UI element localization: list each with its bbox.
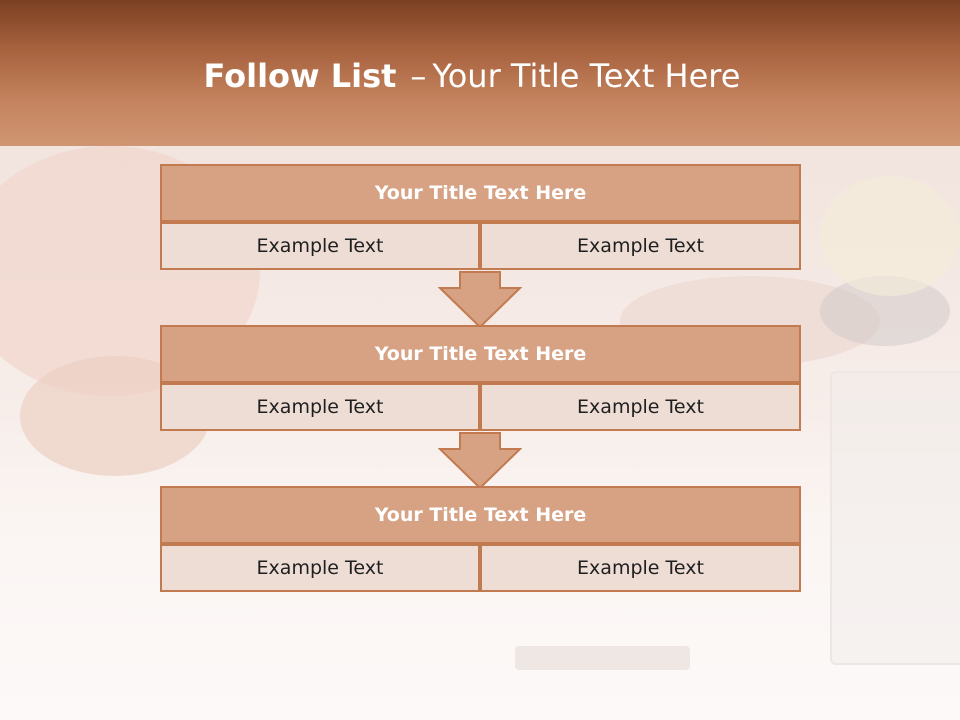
stage-cell-right: Example Text [480,544,801,592]
slide-title: Follow List–Your Title Text Here [0,52,944,100]
pill-blister [515,646,690,670]
slide-title-separator: – [410,57,427,95]
process-stage-3: Your Title Text Here Example Text Exampl… [160,486,801,592]
slide-title-bold: Follow List [203,57,397,95]
stage-title: Your Title Text Here [160,486,801,544]
down-arrow-icon [438,432,522,490]
water-glass [830,371,960,665]
stage-title: Your Title Text Here [160,164,801,222]
stage-cell-right: Example Text [480,383,801,431]
photo-shape [820,176,960,296]
slide-title-rest: Your Title Text Here [432,57,741,95]
stage-cell-left: Example Text [160,222,480,270]
down-arrow-icon [438,271,522,329]
stage-title: Your Title Text Here [160,325,801,383]
stage-cell-left: Example Text [160,383,480,431]
stage-cell-left: Example Text [160,544,480,592]
stage-cell-right: Example Text [480,222,801,270]
header-band: Follow List–Your Title Text Here [0,0,960,146]
process-stage-1: Your Title Text Here Example Text Exampl… [160,164,801,270]
process-stage-2: Your Title Text Here Example Text Exampl… [160,325,801,431]
